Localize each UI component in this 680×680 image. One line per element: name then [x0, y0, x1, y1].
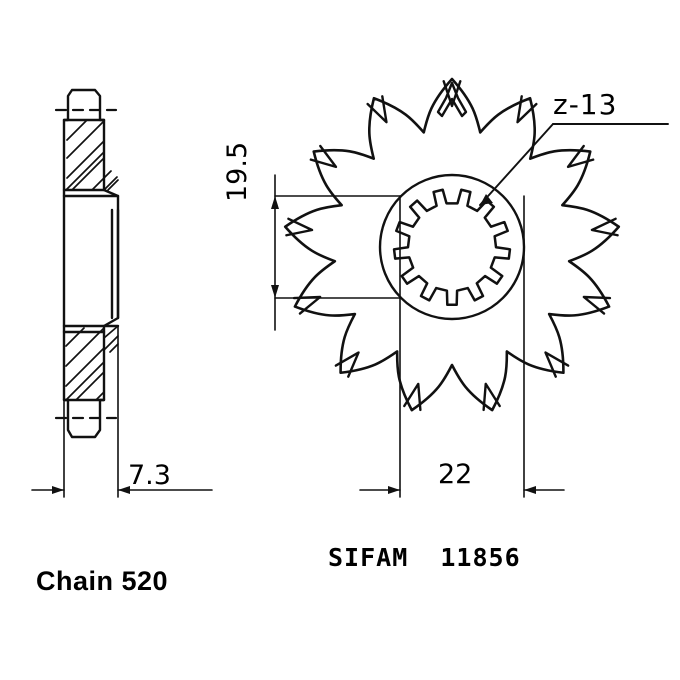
internal-spline-profile	[392, 188, 512, 307]
sprocket-outer-profile	[283, 77, 621, 412]
tooth-relief-notch	[482, 382, 501, 412]
section-hatching-hub	[103, 170, 119, 191]
tooth-relief-notch	[544, 351, 570, 378]
tooth-relief-notch	[582, 295, 612, 315]
section-hatching-hub-lower	[103, 325, 119, 353]
teeth-count-label: z-13	[553, 88, 618, 121]
tooth-relief-notch	[366, 95, 388, 124]
tooth-relief-notch	[403, 382, 422, 412]
side-view-section	[62, 88, 120, 439]
tooth-relief-notch	[285, 217, 314, 237]
dimension-label-19-5: 19.5	[222, 141, 253, 202]
sprocket-teeth-outline	[283, 77, 621, 412]
tooth-relief-notch	[516, 95, 538, 124]
section-hatching-lower	[65, 327, 105, 401]
internal-spline	[392, 188, 512, 307]
tooth-relief-notch	[590, 217, 619, 237]
dimension-7-3	[31, 325, 213, 498]
tooth-relief-notch	[566, 144, 595, 169]
chain-size-caption: Chain 520	[36, 566, 169, 596]
tooth-relief-notch	[334, 351, 360, 378]
dimension-label-22: 22	[438, 459, 473, 490]
dimension-22	[359, 195, 565, 498]
teeth-label-leader	[479, 123, 669, 206]
tooth-relief-notch	[309, 144, 338, 169]
centerline-marks	[54, 108, 118, 420]
sprocket-face-view	[283, 77, 621, 412]
tooth-relief-notch	[442, 80, 462, 108]
section-hatching-upper	[65, 120, 105, 191]
part-number-caption: SIFAM 11856	[328, 543, 521, 572]
dimension-19-5	[271, 174, 401, 331]
dimension-label-7-3: 7.3	[128, 460, 171, 491]
